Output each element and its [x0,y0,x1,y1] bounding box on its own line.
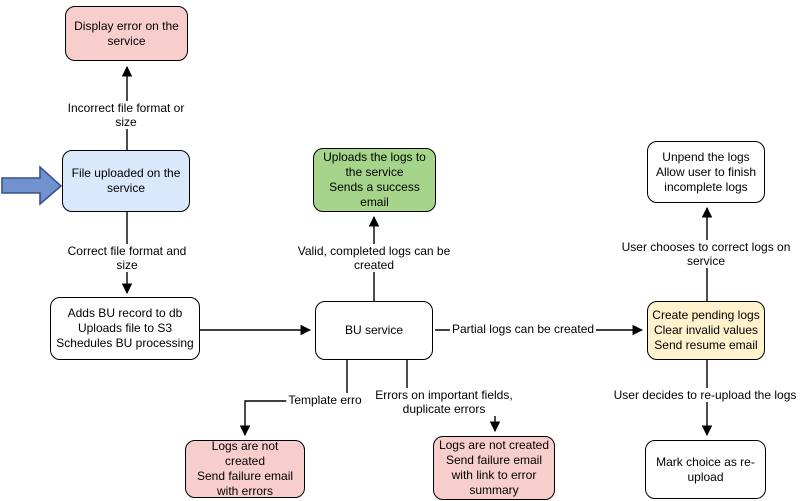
node-bu-service: BU service [315,301,433,360]
edge-label-valid-logs: Valid, completed logs can be created [277,244,471,272]
edge-label-template-errors: Template errors [286,393,374,407]
node-create-pending-logs: Create pending logs Clear invalid values… [647,301,765,360]
node-file-uploaded: File uploaded on the service [62,150,190,212]
edge-label-user-correct: User chooses to correct logs on service [604,240,801,268]
edge-label-correct-file: Correct file format and size [57,244,197,272]
node-unpend-logs: Unpend the logs Allow user to finish inc… [647,141,765,203]
edge-label-partial-logs: Partial logs can be created [449,322,597,336]
edge-label-field-errors: Errors on important fields, duplicate er… [362,388,526,416]
node-adds-bu-record: Adds BU record to db Uploads file to S3 … [50,297,200,360]
node-logs-not-created-summary: Logs are not created Send failure email … [433,436,555,500]
edge-label-incorrect-file: Incorrect file format or size [58,101,194,129]
entry-arrow-icon [1,165,63,206]
node-uploads-logs-success: Uploads the logs to the service Sends a … [313,148,436,212]
node-display-error: Display error on the service [65,6,188,61]
node-logs-not-created-errors: Logs are not created Send failure email … [185,439,305,498]
node-mark-choice-reupload: Mark choice as re- upload [645,440,766,499]
edge-label-user-reupload: User decides to re-upload the logs [603,388,801,402]
